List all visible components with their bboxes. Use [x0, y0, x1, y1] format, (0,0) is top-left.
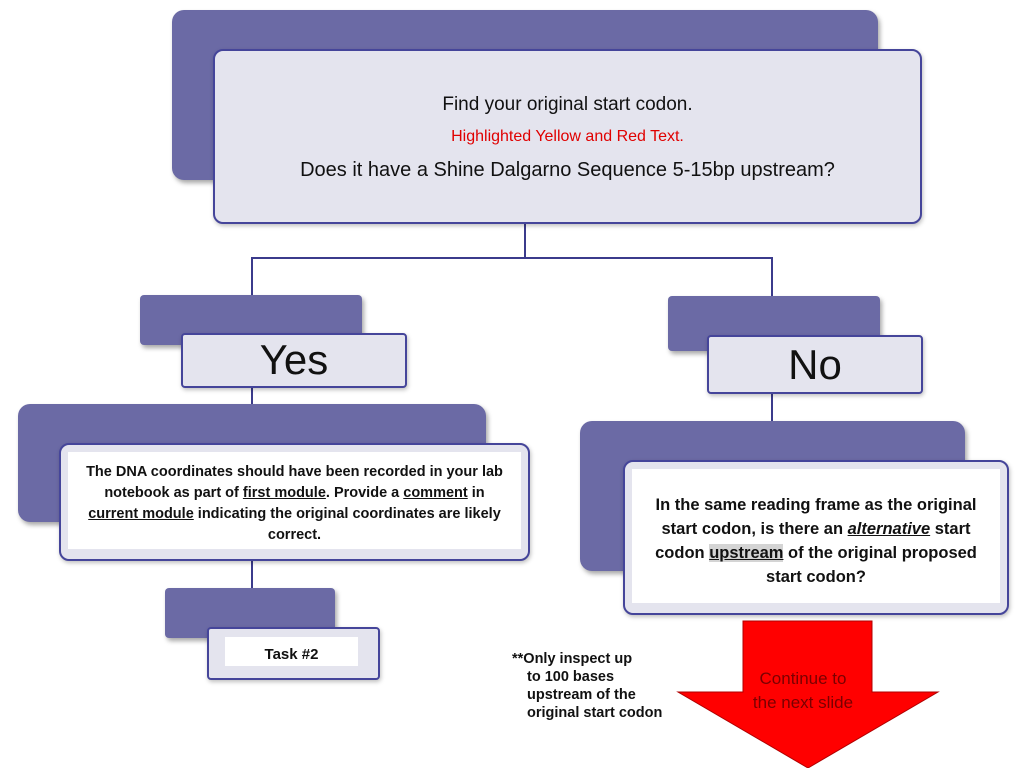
no-node: No	[707, 335, 923, 394]
yes-label: Yes	[259, 336, 329, 383]
continue-label[interactable]: Continue to the next slide	[752, 669, 854, 712]
yes-detail-node: The DNA coordinates should have been rec…	[59, 443, 530, 561]
yes-detail-text: The DNA coordinates should have been rec…	[86, 464, 503, 543]
task-node: Task #2	[207, 627, 380, 680]
note-line1: **Only inspect up	[512, 651, 633, 667]
top-node-line2: Highlighted Yellow and Red Text.	[451, 128, 684, 145]
no-detail-panel	[632, 469, 1000, 603]
task-label: Task #2	[264, 646, 319, 663]
upstream-highlight: upstream	[709, 544, 784, 562]
connector-top-down	[524, 222, 526, 258]
alternative-text: alternative	[847, 520, 931, 538]
no-detail-node: In the same reading frame as the origina…	[623, 460, 1009, 615]
connector-right-down	[771, 257, 773, 297]
top-node-line3: Does it have a Shine Dalgarno Sequence 5…	[300, 159, 835, 181]
top-node-line1: Find your original start codon.	[442, 94, 693, 115]
task-panel	[225, 637, 358, 666]
no-label: No	[788, 341, 842, 388]
yes-detail-panel	[68, 452, 521, 549]
no-detail-text: In the same reading frame as the origina…	[655, 496, 977, 586]
note-line4: original start codon	[527, 705, 663, 721]
yes-node: Yes	[181, 333, 407, 388]
connector-yes-down	[251, 385, 253, 407]
connector-task-down	[251, 558, 253, 590]
current-module-link: current module	[88, 506, 194, 522]
comment-link: comment	[403, 485, 468, 501]
note-line2: to 100 bases	[527, 669, 615, 685]
connector-horizontal	[251, 257, 773, 259]
first-module-link: first module	[242, 485, 326, 501]
connector-left-down	[251, 257, 253, 297]
note-line3: upstream of the	[527, 687, 636, 703]
inspection-note: **Only inspect up to 100 bases upstream …	[512, 650, 662, 722]
connector-no-down	[771, 392, 773, 424]
top-node: Find your original start codon. Highligh…	[213, 49, 922, 224]
